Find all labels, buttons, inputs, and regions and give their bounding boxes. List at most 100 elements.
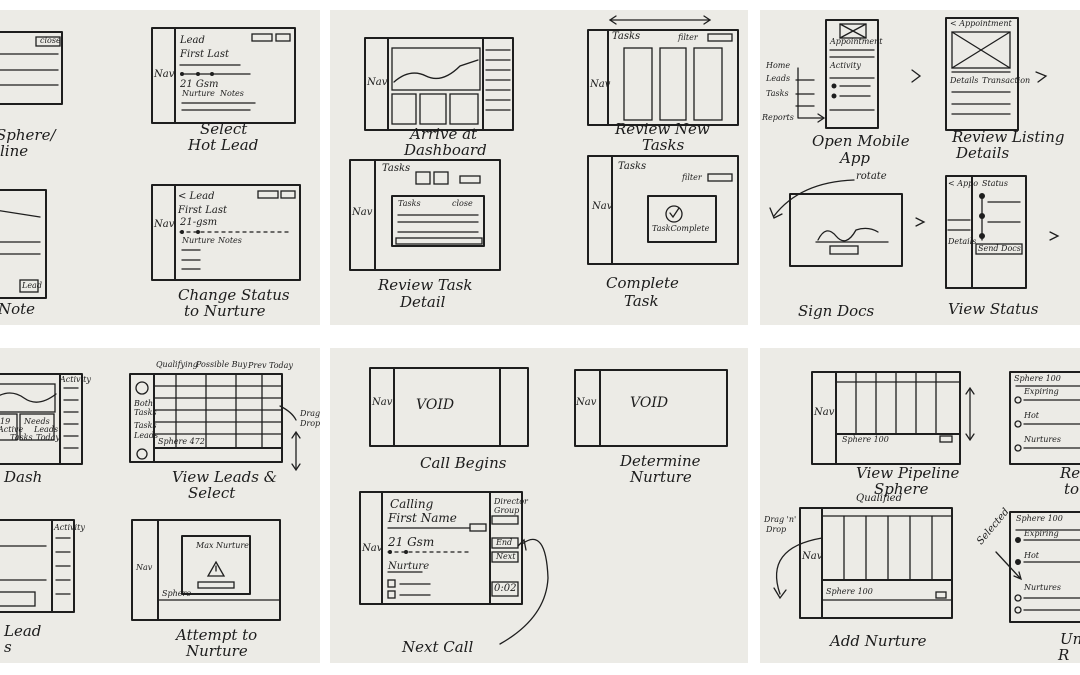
leads-side-1: Tasks <box>134 408 157 417</box>
drop-label: Drop <box>300 419 320 428</box>
listing-caption-line2: Details <box>956 144 1010 162</box>
dash-tab-1: Active <box>0 425 24 434</box>
pipeline-frame <box>811 371 961 465</box>
mobile-app-frame <box>825 19 879 129</box>
dash-caption: Dash <box>4 468 43 486</box>
task-complete-modal <box>647 195 717 243</box>
ret-row-0: Expiring <box>1024 387 1059 396</box>
tasks-nav: Nav <box>590 79 611 90</box>
nurture-caption-line2: Nurture <box>186 642 248 660</box>
gsm-label: 21 Gsm <box>388 535 435 549</box>
task-complete-label: TaskComplete <box>652 224 710 233</box>
sign-docs-frame <box>789 193 903 267</box>
leads-header-0: Qualifying <box>156 360 198 369</box>
tasks-title: Tasks <box>612 31 641 42</box>
dash-tab-3: Tasks <box>10 433 33 442</box>
nurture-label: Nurture <box>388 561 430 572</box>
sign-caption: Sign Docs <box>798 302 875 320</box>
leads-side-0: Both <box>134 399 154 408</box>
listing-frame <box>945 17 1019 131</box>
sel-row-1: Hot <box>1024 551 1040 560</box>
panel3-drawing <box>769 17 1060 289</box>
drag-label: Drag <box>300 409 320 418</box>
cut2-caption: Note <box>0 300 36 318</box>
call-begins-frame <box>369 367 529 447</box>
qualified-label: Qualified <box>856 493 902 504</box>
detail-nav: Nav <box>352 207 373 218</box>
leads-header-1: Possible Buy <box>196 360 248 369</box>
status-tab-nurture: Nurture <box>182 236 215 245</box>
dash-cut-frame <box>0 373 83 465</box>
side-btn-next: Next <box>496 552 516 561</box>
drop-label: Drop <box>766 525 787 534</box>
dash-nav: Nav <box>367 77 388 88</box>
complete-filter: filter <box>682 173 702 182</box>
select-caption-line1: Select <box>200 120 248 138</box>
sel-row-2: Nurtures <box>1024 583 1062 592</box>
pipe-nav: Nav <box>814 407 835 418</box>
next-nav: Nav <box>362 543 383 554</box>
det-caption-line2: Nurture <box>630 468 692 486</box>
status-title: < Lead <box>178 191 215 202</box>
status-frame <box>945 175 1027 289</box>
panel4-drawing <box>0 373 301 621</box>
sel-caption-line1: Un <box>1060 630 1080 648</box>
side-label-reports: Reports <box>762 113 794 122</box>
ret-row-2: Nurtures <box>1024 435 1062 444</box>
sketch-panel-pipeline-flow: Nav Sphere 100 View Pipeline Sphere Sphe… <box>760 348 1080 663</box>
max-nurture-modal <box>181 535 251 595</box>
max-nurture-label: Max Nurture <box>196 541 249 550</box>
lead-gsm: 21 Gsm <box>180 79 219 90</box>
void-1: VOID <box>416 397 455 413</box>
detail-caption-line2: Detail <box>400 293 446 311</box>
close-button-sketch <box>35 36 61 47</box>
status-caption-line1: Change Status <box>178 286 290 304</box>
dash-caption-line2: Dashboard <box>404 141 487 159</box>
lead-tab-nurture: Nurture <box>182 89 215 98</box>
listing-caption-line1: Review Listing <box>952 128 1065 146</box>
sketch-panel-tasks-flow: Nav Arrive at Dashboard Tasks filter Nav… <box>330 10 748 325</box>
add-nav: Nav <box>802 551 823 562</box>
status-tab-notes: Notes <box>218 236 242 245</box>
ret-header: Sphere 100 <box>1014 374 1061 383</box>
sel-caption-line2: R <box>1058 646 1070 663</box>
next-call-frame <box>359 491 523 605</box>
tasks-caption-line1: Review New <box>615 120 710 138</box>
drag-label: Drag 'n' <box>764 515 797 524</box>
side-label-leads: Leads <box>766 74 791 83</box>
nurture-nav: Nav <box>136 563 153 572</box>
add-footer: Sphere 100 <box>826 587 873 596</box>
panel5-drawing <box>359 367 728 645</box>
leads-side-2: Tasks <box>134 421 157 430</box>
call-timer: 0:02 <box>494 583 517 594</box>
side-label-home: Home <box>766 61 791 70</box>
detail-inner-tasks: Tasks <box>398 199 421 208</box>
close-label: close <box>40 36 61 45</box>
tasks-frame <box>587 29 739 126</box>
status-app: < Appo <box>948 179 979 188</box>
listing-header: < Appointment <box>950 19 1012 28</box>
cut-activity: Activity <box>54 523 85 532</box>
add-nurture-frame <box>799 507 953 619</box>
open-caption-line1: Open Mobile <box>812 132 910 150</box>
side-label-tasks: Tasks <box>766 89 789 98</box>
sketch-panel-call-flow: Nav VOID Call Begins Nav VOID Determine … <box>330 348 748 663</box>
dash-activity: Activity <box>60 375 91 384</box>
lead-first-last: First Last <box>180 49 229 60</box>
cut-caption-line2: line <box>0 142 29 160</box>
ret-row-1: Hot <box>1024 411 1040 420</box>
cut-caption-line1: Lead <box>4 622 42 640</box>
dash-caption-line1: Arrive at <box>410 125 478 143</box>
lead-screen-frame <box>151 27 296 124</box>
tasks-filter: filter <box>678 33 698 42</box>
status-details: Details <box>948 237 977 246</box>
leads-footer: Sphere 472 <box>158 437 205 446</box>
detail-tasks-title: Tasks <box>382 163 411 174</box>
sketch-panel-mobile-flow: Appointment Activity Home Leads Tasks Re… <box>760 10 1080 325</box>
dash-tab-5: Leads <box>34 425 59 434</box>
status-gsm: 21-gsm <box>180 217 218 228</box>
sel-row-0: Expiring <box>1024 529 1059 538</box>
cut-caption-line1: Sphere/ <box>0 126 56 144</box>
sketch-panel-leads-flow: Activity 19 Active Needs Tasks Today Lea… <box>0 348 320 663</box>
complete-tasks-title: Tasks <box>618 161 647 172</box>
